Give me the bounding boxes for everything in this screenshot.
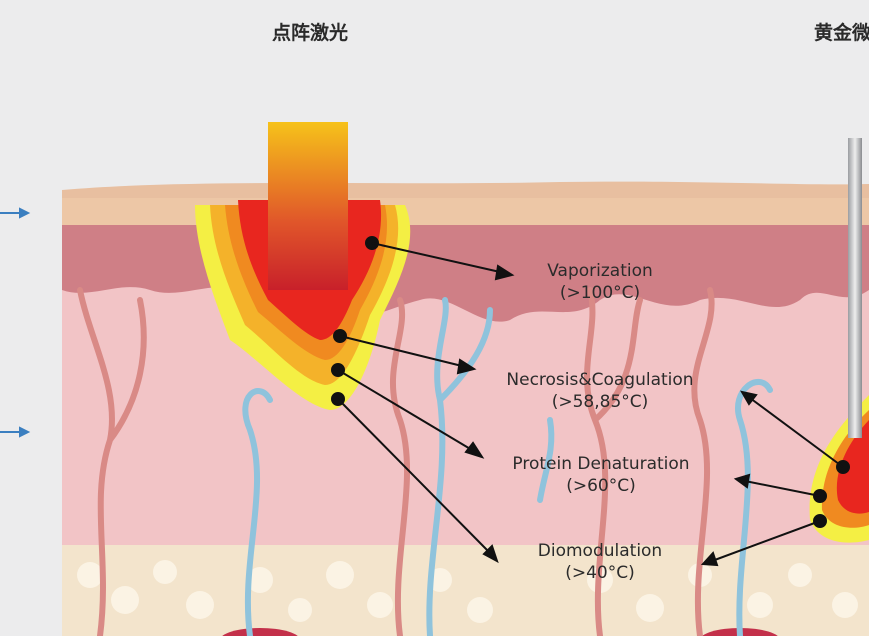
label-name: Diomodulation: [537, 541, 663, 561]
label-temp: (>40°C): [565, 563, 635, 583]
pointer-arrows: [331, 236, 850, 567]
label-name: Necrosis&Coagulation: [506, 370, 694, 390]
fat-layer: [62, 545, 869, 636]
label-diomodulation: Diomodulation (>40°C): [510, 540, 690, 584]
label-name: Vaporization: [547, 261, 653, 281]
side-arrows: [0, 207, 31, 438]
microneedle: [848, 138, 862, 438]
title-fractional-laser: 点阵激光: [272, 22, 349, 44]
laser-beam: [268, 122, 348, 290]
label-protein-denaturation: Protein Denaturation (>60°C): [484, 453, 718, 497]
blood-vessels: [77, 287, 773, 636]
title-gold-microneedle: 黄金微: [814, 22, 869, 44]
label-necrosis-coagulation: Necrosis&Coagulation (>58,85°C): [478, 369, 722, 413]
label-temp: (>100°C): [559, 283, 641, 303]
label-vaporization: Vaporization (>100°C): [520, 260, 680, 304]
label-name: Protein Denaturation: [512, 454, 690, 474]
label-temp: (>60°C): [566, 476, 636, 496]
label-temp: (>58,85°C): [551, 392, 649, 412]
